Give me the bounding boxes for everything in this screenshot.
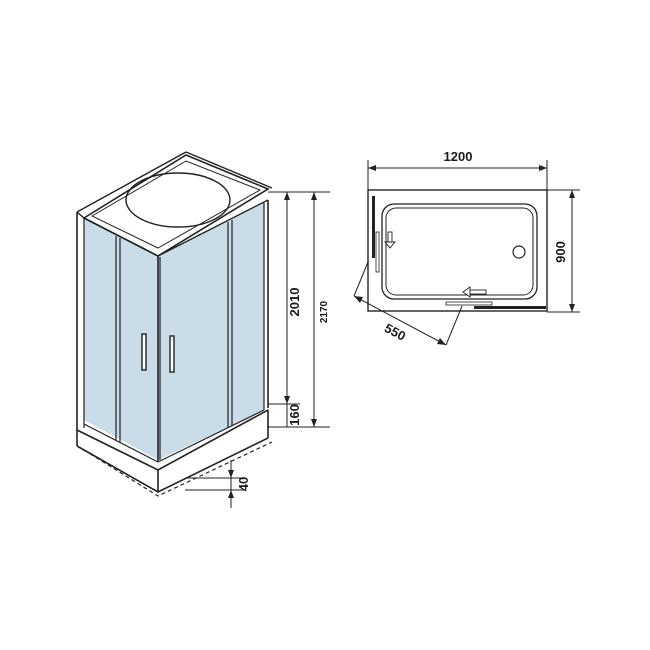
tray-height-label: 160: [287, 404, 302, 426]
arrow-right-icon: [437, 338, 446, 345]
front-glass: [158, 203, 264, 460]
drain-icon: [512, 245, 526, 259]
plan-view: 1200 900: [353, 149, 580, 346]
height-dimensions: 2010 160 2170 40: [185, 191, 330, 508]
arrow-left-icon: [368, 165, 376, 171]
arrow-up-icon: [311, 192, 317, 200]
arrow-up-icon: [569, 190, 575, 198]
ext-line-door-right: [445, 305, 463, 346]
door-opening-label: 550: [382, 320, 408, 343]
front-door-panel: [474, 306, 546, 309]
rain-shower-oval: [125, 172, 231, 228]
cabin-height-label: 2010: [287, 288, 302, 317]
ext-line-door-left: [353, 261, 369, 297]
front-door-panel-2: [445, 301, 493, 306]
handle-right: [169, 335, 175, 373]
plan-tray-outline: [381, 203, 538, 300]
arrow-down-icon: [569, 304, 575, 312]
dim-line-door-opening: [353, 295, 447, 346]
roof-inner: [90, 160, 262, 249]
depth-label: 900: [553, 241, 568, 263]
perspective-view: [76, 151, 273, 497]
handle-left: [141, 333, 147, 371]
roof-edge-left: [76, 199, 269, 257]
arrow-down-icon: [228, 470, 234, 478]
arrow-left-icon: [354, 296, 363, 303]
width-label: 1200: [444, 149, 473, 164]
arrow-up-icon: [284, 192, 290, 200]
roof-back-edge: [185, 151, 273, 189]
total-height-label: 2170: [319, 300, 330, 323]
arrow-down-icon: [311, 419, 317, 427]
arrow-down-icon: [384, 231, 396, 249]
left-door-panel: [372, 196, 375, 258]
arrow-up-icon: [228, 490, 234, 498]
plan-tray-inner: [385, 207, 534, 296]
tray-top-edge-2: [83, 409, 265, 463]
tray-lip-dashed: [83, 441, 273, 497]
tray-lip-label: 40: [236, 477, 251, 491]
arrow-down-icon: [284, 396, 290, 404]
roof-left-back-edge: [76, 151, 187, 213]
left-door-panel-2: [375, 231, 380, 273]
arrow-left-icon: [462, 286, 487, 298]
left-side-glass: [84, 218, 158, 460]
arrow-right-icon: [539, 165, 547, 171]
